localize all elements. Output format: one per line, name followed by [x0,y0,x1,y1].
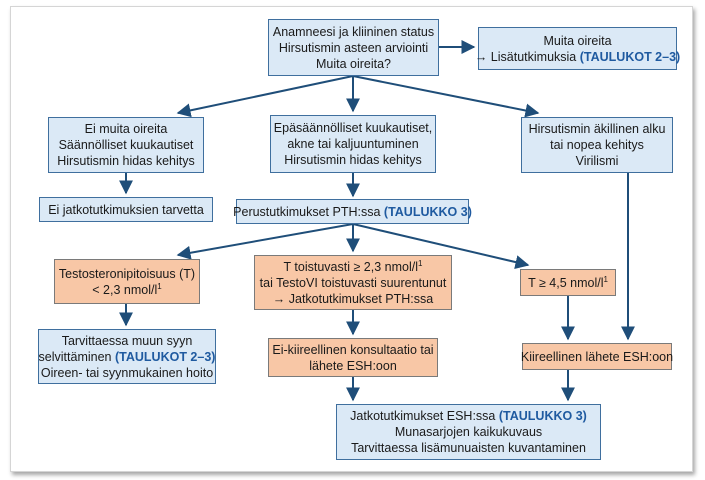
node-sudden-onset: Hirsutismin äkillinen alku tai nopea keh… [521,117,673,173]
further-tests-text: Lisätutkimuksia [490,49,577,64]
node-other-cause-line-3: Oireen- tai syynmukainen hoito [40,365,214,380]
node-urgent-line-1: Kiireellinen lähete ESH:oon [520,349,674,364]
node-repeat-t-line-1: T toistuvasti ≥ 2,3 nmol/l1 [284,259,423,275]
other-cause-text: selvittäminen [38,349,112,364]
node-sudden-line-2: tai nopea kehitys [550,138,644,152]
node-other-symptoms-line-1: Muita oireita [543,33,612,48]
node-no-other-symptoms: Ei muita oireita Säännölliset kuukautise… [48,117,204,173]
node-consult-line-2: lähete ESH:oon [309,358,397,373]
node-no-further-tests: Ei jatkotutkimuksien tarvetta [39,197,213,222]
esh-tests-text: Jatkotutkimukset ESH:ssa [350,409,496,423]
node-irregular-line-2: akne tai kaljuuntuminen [287,137,419,151]
node-sudden-line-1: Hirsutismin äkillinen alku [528,122,666,136]
high-t-value: T ≥ 4,5 nmol/l [528,275,604,290]
node-high-testosterone: T ≥ 4,5 nmol/l1 [520,269,616,296]
repeat-t-value: T toistuvasti ≥ 2,3 nmol/l [283,259,418,274]
node-irregular-line-3: Hirsutismin hidas kehitys [284,153,422,167]
footnote-marker: 1 [603,274,608,284]
node-esh-line-1: Jatkotutkimukset ESH:ssa (TAULUKKO 3) [350,408,587,424]
reference-table-3: (TAULUKKO 3) [383,204,472,219]
node-esh-line-2: Munasarjojen kaikukuvaus [394,425,543,439]
reference-tables-2-3: (TAULUKOT 2–3) [579,49,681,64]
node-no-other-symptoms-line-3: Hirsutismin hidas kehitys [57,154,195,168]
footnote-marker: 1 [418,258,423,268]
node-anamnesis-line-1: Anamneesi ja kliininen status [272,24,435,39]
node-other-cause-line-2: selvittäminen (TAULUKOT 2–3) [39,349,216,365]
node-anamnesis-line-2: Hirsutismin asteen arviointi [278,40,429,55]
node-repeat-testosterone: T toistuvasti ≥ 2,3 nmol/l1 tai TestoVI … [254,255,452,310]
node-repeat-t-line-2: tai TestoVI toistuvasti suurentunut [259,275,447,290]
node-basic-tests: Perustutkimukset PTH:ssa (TAULUKKO 3) [233,199,472,224]
node-no-further-tests-line-1: Ei jatkotutkimuksien tarvetta [48,202,204,217]
node-repeat-t-line-3: → Jatkotutkimukset PTH:ssa [272,291,434,306]
node-other-symptoms-line-2: → Lisätutkimuksia (TAULUKOT 2–3) [475,49,680,65]
node-anamnesis: Anamneesi ja kliininen status Hirsutismi… [268,19,439,76]
node-consult-line-1: Ei-kiireellinen konsultaatio tai [272,342,434,357]
node-anamnesis-line-3: Muita oireita? [315,56,392,71]
node-no-other-symptoms-line-1: Ei muita oireita [84,122,168,136]
node-irregular-line-1: Epäsäännölliset kuukautiset, [273,121,433,135]
node-basic-tests-line-1: Perustutkimukset PTH:ssa (TAULUKKO 3) [233,204,472,220]
node-esh-line-3: Tarvittaessa lisämunuaisten kuvantaminen [351,441,586,455]
basic-tests-text: Perustutkimukset PTH:ssa [233,204,381,219]
node-irregular-menstruation: Epäsäännölliset kuukautiset, akne tai ka… [270,115,436,173]
node-other-symptoms: Muita oireita → Lisätutkimuksia (TAULUKO… [475,27,680,70]
node-other-cause: Tarvittaessa muun syyn selvittäminen (TA… [38,329,216,384]
node-low-testosterone: Testosteronipitoisuus (T) < 2,3 nmol/l1 [54,259,200,304]
footnote-marker: 1 [157,281,162,291]
node-sudden-line-3: Virilismi [575,154,619,168]
node-high-t-line-1: T ≥ 4,5 nmol/l1 [528,275,608,291]
low-t-value: < 2,3 nmol/l [92,282,158,297]
right-arrow-glyph: → [474,49,488,64]
node-low-t-line-1: Testosteronipitoisuus (T) [58,266,196,281]
node-low-t-line-2: < 2,3 nmol/l1 [92,282,161,298]
node-other-cause-line-1: Tarvittaessa muun syyn [61,333,193,348]
reference-table-3: (TAULUKKO 3) [498,409,587,423]
node-no-other-symptoms-line-2: Säännölliset kuukautiset [58,138,194,152]
node-non-urgent-consultation: Ei-kiireellinen konsultaatio tai lähete … [268,338,438,377]
node-esh-tests: Jatkotutkimukset ESH:ssa (TAULUKKO 3) Mu… [336,404,601,460]
reference-tables-2-3: (TAULUKOT 2–3) [114,349,216,364]
node-urgent-referral: Kiireellinen lähete ESH:oon [520,343,674,370]
